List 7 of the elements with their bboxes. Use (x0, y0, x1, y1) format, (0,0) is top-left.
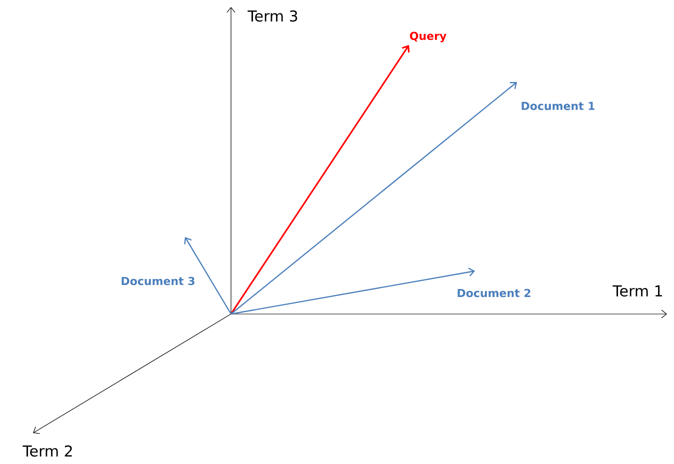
vector-label: Document 2 (458, 288, 530, 298)
axis-label: Term 3 (248, 10, 298, 22)
vector-label: Document 1 (522, 102, 594, 110)
axis-label: Term 2 (22, 445, 72, 457)
vector-label: Query (410, 32, 446, 42)
vector-label: Document 3 (122, 276, 194, 286)
axis-label: Term 1 (612, 285, 662, 297)
